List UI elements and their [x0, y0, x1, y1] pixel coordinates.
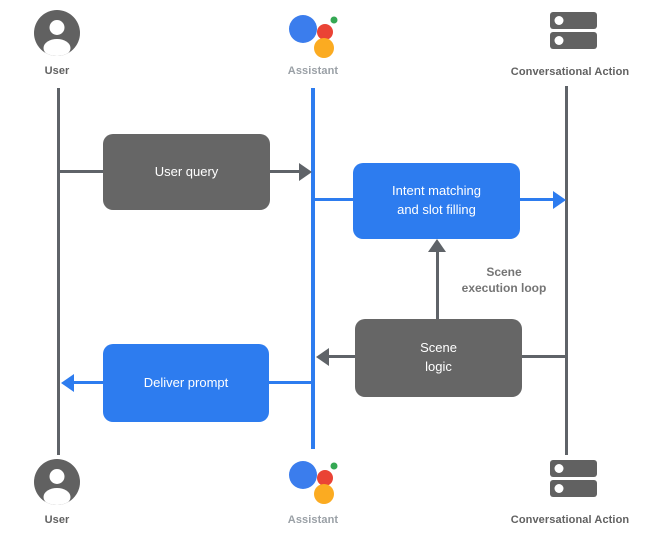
- assistant-icon: [289, 461, 338, 504]
- user-lifeline: [57, 88, 60, 455]
- user-icon: [34, 459, 80, 505]
- user-query-node: User query: [103, 134, 270, 210]
- intent-matching-node: Intent matching and slot filling: [353, 163, 520, 239]
- conversational-action-label-bottom: Conversational Action: [510, 514, 630, 526]
- deliver-prompt-arrowhead: [61, 374, 74, 392]
- user-label-top: User: [44, 65, 70, 77]
- server-stack-icon: [550, 12, 597, 49]
- server-stack-icon: [550, 460, 597, 497]
- user-query-arrowhead: [299, 163, 312, 181]
- scene-execution-loop-label: Scene execution loop: [461, 265, 547, 295]
- conversational-action-label-top: Conversational Action: [510, 66, 630, 78]
- scene-logic-node: Scene logic: [355, 319, 522, 397]
- assistant-icon: [289, 15, 338, 58]
- scene-logic-connector-left: [328, 355, 355, 358]
- user-query-connector-left: [58, 170, 103, 173]
- user-query-connector-right: [270, 170, 300, 173]
- user-icon: [34, 10, 80, 56]
- scene-loop-arrowhead: [428, 239, 446, 252]
- user-label-bottom: User: [44, 514, 70, 526]
- intent-arrowhead: [553, 191, 566, 209]
- intent-connector-right: [520, 198, 554, 201]
- assistant-lifeline: [311, 88, 315, 449]
- assistant-label-top: Assistant: [287, 65, 339, 77]
- intent-connector-left: [313, 198, 353, 201]
- deliver-prompt-connector-right: [269, 381, 313, 384]
- deliver-prompt-connector-left: [74, 381, 103, 384]
- scene-logic-arrowhead: [316, 348, 329, 366]
- conversational-action-lifeline: [565, 86, 568, 455]
- assistant-label-bottom: Assistant: [287, 514, 339, 526]
- scene-logic-connector-right: [522, 355, 566, 358]
- scene-loop-connector: [436, 252, 439, 319]
- deliver-prompt-node: Deliver prompt: [103, 344, 269, 422]
